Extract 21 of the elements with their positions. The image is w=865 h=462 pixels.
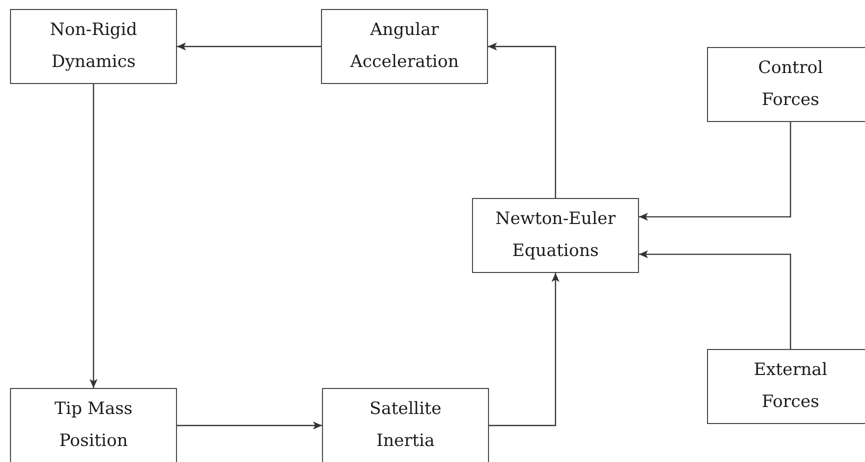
box-label: Control Forces [757, 57, 824, 112]
arrow [90, 84, 98, 388]
arrow [639, 122, 792, 221]
box-label: Newton-Euler Equations [494, 208, 617, 263]
box-label: Satellite Inertia [368, 398, 442, 453]
arrow [488, 42, 556, 198]
box-label: Angular Acceleration [349, 19, 460, 74]
arrow [489, 273, 560, 426]
process-box [10, 9, 177, 84]
box-label: Non-Rigid Dynamics [48, 19, 138, 74]
arrow [177, 422, 322, 430]
arrow [177, 42, 321, 50]
process-box [10, 388, 177, 462]
process-box [322, 388, 489, 462]
process-box [321, 9, 488, 84]
process-box [472, 198, 639, 273]
process-box [707, 47, 865, 122]
box-label: External Forces [752, 359, 828, 414]
arrow [639, 250, 792, 349]
process-box [707, 349, 865, 424]
box-label: Tip Mass Position [53, 398, 134, 453]
